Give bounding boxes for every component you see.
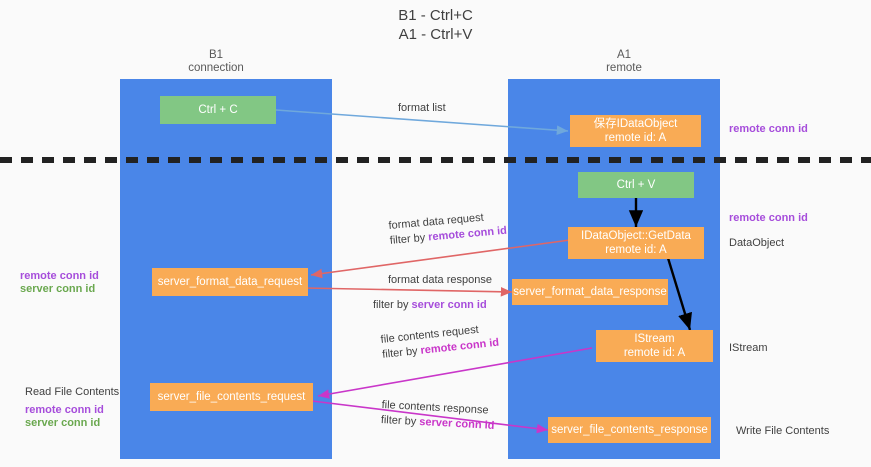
edge-label-format-list: format list — [398, 102, 446, 114]
arrow-format-data-response — [304, 286, 513, 297]
filter-value: server conn id — [418, 415, 495, 432]
box-server-file-contents-response[interactable]: server_file_contents_response — [548, 417, 711, 443]
column-header-b1: B1 connection — [188, 49, 244, 74]
annotation-left-remote-conn-id: remote conn id — [20, 270, 99, 282]
page-title: B1 - Ctrl+C A1 - Ctrl+V — [398, 7, 473, 43]
annotation-write-file-contents: Write File Contents — [736, 425, 830, 437]
box-ctrl-v[interactable]: Ctrl + V — [578, 172, 694, 198]
annotation-remote-conn-id-top: remote conn id — [729, 123, 808, 135]
edge-label-format-data-response-filter: filter by server conn id — [373, 298, 487, 313]
box-idataobject-getdata[interactable]: IDataObject::GetData remote id: A — [568, 227, 704, 259]
filter-prefix: filter by — [389, 231, 429, 247]
filter-prefix: filter by — [373, 299, 412, 311]
box-ctrl-c[interactable]: Ctrl + C — [160, 96, 276, 124]
arrow-file-contents-response — [311, 400, 549, 434]
annotation-read-file-contents: Read File Contents — [25, 386, 120, 398]
arrow-format-data-request — [310, 239, 571, 279]
annotation-left-server-conn-id-2: server conn id — [25, 417, 101, 429]
arrow-getdata-to-istream — [666, 257, 692, 331]
box-istream[interactable]: IStream remote id: A — [596, 330, 713, 362]
box-save-idataobject[interactable]: 保存IDataObject remote id: A — [570, 115, 701, 147]
arrow-file-contents-request — [317, 347, 593, 399]
annotation-istream: IStream — [729, 342, 768, 354]
edge-label-format-data-response: format data response — [388, 274, 492, 286]
annotation-dataobject: DataObject — [729, 237, 785, 249]
annotation-remote-conn-id-mid: remote conn id — [729, 212, 808, 224]
filter-value: server conn id — [411, 299, 487, 311]
box-server-format-data-response[interactable]: server_format_data_response — [512, 279, 668, 305]
edge-label-group-file-contents-response: file contents response filter by server … — [380, 398, 495, 434]
column-header-a1: A1 remote — [606, 49, 642, 74]
annotation-left-server-conn-id: server conn id — [20, 283, 96, 295]
filter-prefix: filter by — [380, 413, 420, 428]
box-server-file-contents-request[interactable]: server_file_contents_request — [150, 383, 313, 411]
annotation-left-remote-conn-id-2: remote conn id — [25, 404, 104, 416]
filter-prefix: filter by — [381, 344, 422, 361]
box-server-format-data-request[interactable]: server_format_data_request — [152, 268, 308, 296]
arrow-format-list — [275, 109, 569, 135]
